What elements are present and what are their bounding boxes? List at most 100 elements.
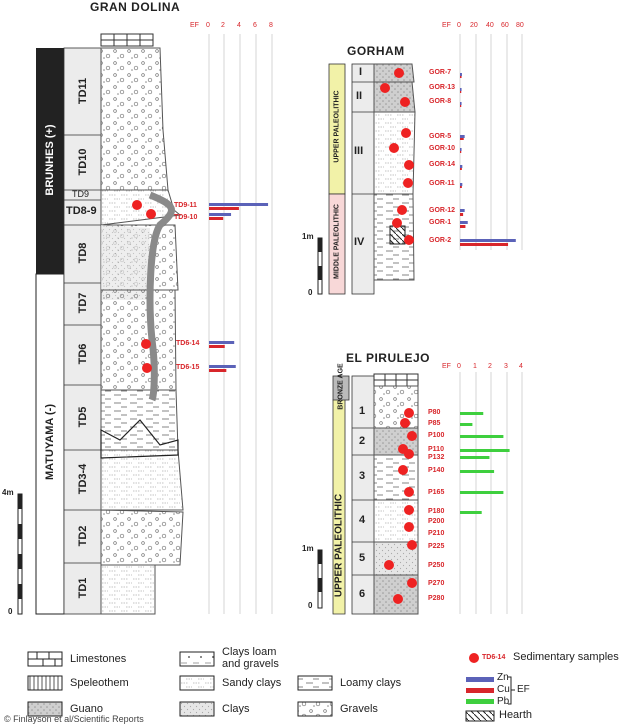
pb-bar — [460, 491, 504, 494]
gor-upper-label: UPPER PALEOLITHIC — [333, 90, 341, 163]
cu-bar — [209, 345, 225, 348]
gor-scale-bottom: 0 — [308, 288, 313, 297]
zn-bar — [460, 135, 465, 138]
pir-sample-label: P110 — [428, 446, 444, 453]
zn-bar — [209, 365, 236, 368]
legend-guano: Guano — [70, 703, 104, 715]
gd-unit-label: TD9 — [72, 189, 90, 199]
zn-bar — [460, 209, 465, 212]
gd-unit-label: TD8 — [77, 242, 89, 264]
gor-sample-label: GOR-11 — [429, 180, 455, 187]
sample-dot — [389, 143, 399, 153]
sample-dot — [393, 594, 403, 604]
pir-level-label: 5 — [359, 552, 366, 564]
gor-level-label: III — [354, 145, 364, 157]
pir-scale-top: 1m — [302, 544, 314, 553]
pir-sample-label: P132 — [428, 454, 445, 461]
pir-sample-label: P270 — [428, 580, 445, 587]
sample-dot — [394, 68, 404, 78]
zn-bar — [460, 239, 516, 242]
gor-scale-tick: 60 — [501, 22, 509, 29]
gor-scale-top: 1m — [302, 232, 314, 241]
legend-clays-loam-1: Clays loam — [222, 646, 277, 658]
pir-sample-label: P80 — [428, 409, 441, 416]
cu-bar — [460, 213, 464, 216]
pb-bar — [460, 412, 484, 415]
cu-bar — [460, 138, 464, 140]
legend-hearth: Hearth — [499, 709, 533, 721]
pb-bar — [460, 449, 510, 452]
gor-sample-label: GOR-13 — [429, 84, 456, 91]
pir-sample-label: P85 — [428, 420, 441, 427]
cu-bar — [460, 168, 462, 170]
gor-scale-bar — [317, 237, 323, 295]
gor-scale-tick: 40 — [486, 22, 494, 29]
cu-bar — [209, 369, 227, 372]
gor-ef-bars — [460, 73, 516, 246]
sample-dot — [146, 209, 156, 219]
gd-unit-label: TD3-4 — [77, 463, 89, 495]
pir-level-label: 1 — [359, 405, 366, 417]
zn-bar — [460, 148, 462, 151]
sample-dot — [404, 449, 414, 459]
sample-dot — [403, 178, 413, 188]
pir-level-label: 6 — [359, 588, 366, 600]
gd-unit-label: TD8-9 — [66, 205, 97, 217]
matuyama-band — [35, 273, 65, 615]
pir-level-label: 4 — [359, 514, 366, 526]
legend-sample-code: TD6-14 — [482, 654, 506, 661]
sample-dot — [142, 363, 152, 373]
gor-sample-label: GOR-8 — [429, 98, 452, 105]
legend-clays-loam-2: and gravels — [222, 658, 279, 670]
legend-speleothem: Speleothem — [70, 677, 129, 689]
gd-sample-label: TD9-11 — [174, 202, 197, 209]
brunhes-label: BRUNHES (+) — [44, 124, 56, 196]
sample-dot — [392, 218, 402, 228]
zn-bar — [209, 203, 269, 206]
sample-dot — [404, 160, 414, 170]
sample-dot — [380, 83, 390, 93]
zn-bar — [209, 341, 235, 344]
pb-bar — [460, 456, 490, 459]
gd-unit-label: TD7 — [77, 292, 89, 314]
legend-clays: Clays — [222, 703, 250, 715]
sample-dot — [400, 97, 410, 107]
gor-sample-label: GOR-14 — [429, 161, 456, 168]
sample-dot — [407, 431, 417, 441]
sample-dot — [407, 578, 417, 588]
cu-bar — [460, 151, 462, 153]
sample-dot — [397, 205, 407, 215]
gd-sample-label: TD9-10 — [174, 214, 198, 221]
legend-sandy-clays: Sandy clays — [222, 677, 282, 689]
zn-bar — [460, 165, 463, 168]
zn-bar — [460, 102, 462, 105]
pir-sample-label: P250 — [428, 562, 445, 569]
gor-scale-tick: 80 — [516, 22, 524, 29]
gd-title: GRAN DOLINA — [90, 0, 181, 14]
cu-bar — [460, 91, 462, 93]
zn-bar — [460, 221, 468, 224]
zn-bar — [460, 88, 462, 91]
brunhes-band — [36, 48, 64, 274]
sample-dot — [132, 200, 142, 210]
pb-bar — [460, 423, 473, 426]
gd-scale-bottom: 0 — [8, 607, 13, 616]
gd-scale-tick: 2 — [221, 22, 225, 29]
matuyama-label: MATUYAMA (-) — [44, 404, 56, 480]
legend-limestones: Limestones — [70, 653, 127, 665]
gd-unit-label: TD6 — [77, 343, 89, 365]
pir-scale-tick: 1 — [473, 363, 477, 370]
cu-bar — [460, 76, 462, 78]
cu-bar — [460, 243, 509, 246]
gor-sample-label: GOR-1 — [429, 219, 452, 226]
pir-ef-label: EF — [442, 363, 451, 370]
gd-lithology — [100, 33, 184, 615]
gor-middle-label: MIDDLE PALEOLITHIC — [333, 204, 341, 279]
gd-scale-tick: 4 — [237, 22, 241, 29]
gor-sample-label: GOR-7 — [429, 69, 452, 76]
pir-sample-label: P280 — [428, 595, 445, 602]
pir-sample-label: P140 — [428, 467, 445, 474]
gd-scale-tick: 0 — [206, 22, 210, 29]
sample-dot — [404, 235, 414, 245]
image-credit: © Finlayson et al/Scientific Reports — [4, 714, 144, 724]
